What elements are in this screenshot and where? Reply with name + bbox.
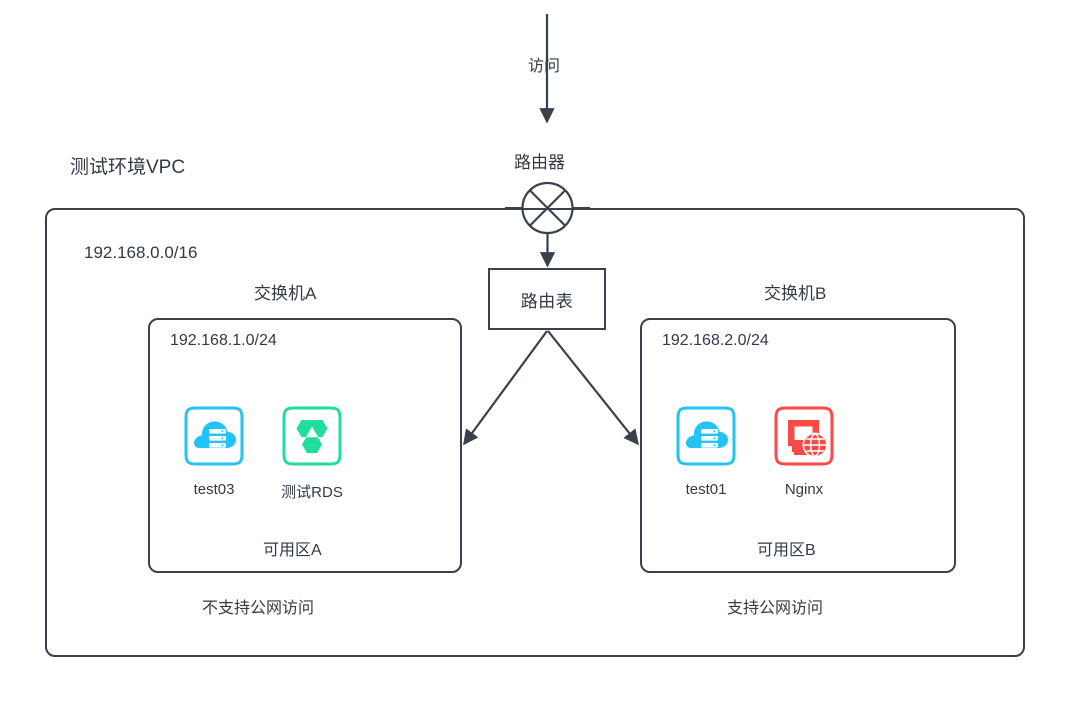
route-table-box: 路由表 [488,268,606,330]
router-label: 路由器 [514,153,565,172]
switch-b-title: 交换机B [764,284,827,303]
switch-b-note: 支持公网访问 [727,600,824,617]
switch-b-cidr-label: 192.168.2.0/24 [662,332,769,349]
resource-label: test01 [685,481,727,498]
switch-a-cidr-label: 192.168.1.0/24 [170,332,277,349]
vpc-title: 测试环境VPC [70,157,186,178]
switch-a-resources: test03 测试RDS [182,404,344,502]
rds-database-icon [282,406,342,466]
switch-a-note: 不支持公网访问 [202,600,315,617]
resource-item[interactable]: Nginx [772,404,836,498]
resource-label: Nginx [784,481,824,498]
internet-access-label: 访问 [528,58,561,75]
switch-b-resources: test01 Nginx [674,404,836,498]
resource-item[interactable]: test03 [182,404,246,502]
switch-a-title: 交换机A [254,284,317,303]
vpc-cidr-label: 192.168.0.0/16 [84,243,198,262]
resource-label: test03 [193,481,235,498]
zone-b-label: 可用区B [757,542,816,559]
vpc-container [45,208,1025,657]
route-table-label: 路由表 [520,291,574,311]
resource-label: 测试RDS [281,484,343,501]
web-server-globe-icon [774,406,834,466]
zone-a-label: 可用区A [263,542,322,559]
ecs-cloud-server-icon [184,406,244,466]
resource-item[interactable]: 测试RDS [280,404,344,502]
ecs-cloud-server-icon [676,406,736,466]
resource-item[interactable]: test01 [674,404,738,498]
